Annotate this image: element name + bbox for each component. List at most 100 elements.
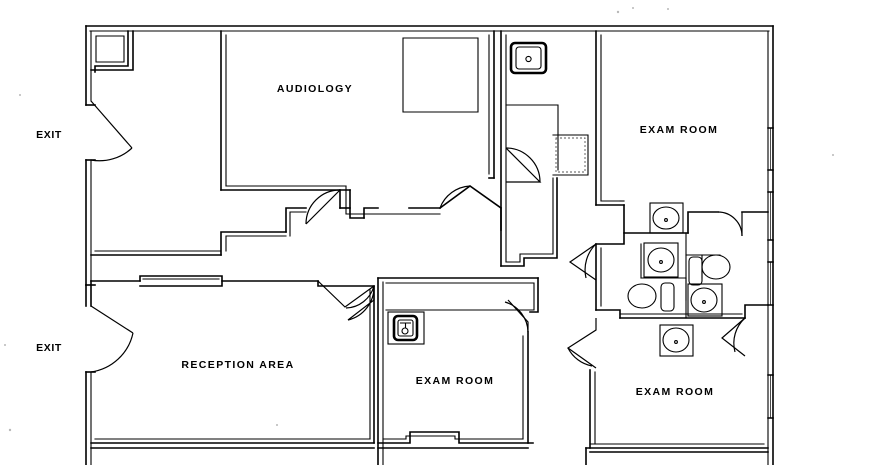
door-arc-utility bbox=[505, 147, 541, 183]
door-swing-restroom-lower bbox=[721, 317, 746, 357]
window-2-jambs bbox=[767, 191, 774, 241]
toilet-bowl-mid bbox=[647, 247, 675, 273]
audiology-wall-step-inner bbox=[345, 185, 365, 215]
room-label-audiology: AUDIOLOGY bbox=[277, 83, 353, 95]
exit-door-lower-left[interactable] bbox=[90, 305, 134, 373]
exterior-walls bbox=[85, 25, 774, 465]
closet-wall-outer bbox=[90, 30, 134, 71]
speck-4 bbox=[19, 94, 21, 96]
speck-5 bbox=[832, 154, 834, 156]
waiting-wall-step-a-inner bbox=[225, 235, 287, 252]
door-arc-exit-upper bbox=[90, 147, 133, 162]
restroom-wall-c bbox=[744, 304, 769, 319]
exam-c-counter bbox=[385, 282, 535, 311]
room-label-exam-top-right: EXAM ROOM bbox=[640, 124, 719, 136]
waiting-area bbox=[90, 231, 287, 256]
door-audiology[interactable] bbox=[305, 189, 341, 225]
door-leaf-audiology bbox=[305, 189, 341, 225]
sink-icon-top-center bbox=[509, 41, 548, 75]
toilet-drain-mid bbox=[659, 260, 663, 264]
door-swing-restroom-upper bbox=[568, 243, 597, 281]
audiology-booth bbox=[402, 37, 479, 113]
sink-fixture-left-tank bbox=[660, 282, 675, 312]
door-arc-audiology bbox=[305, 189, 341, 225]
door-reception-corner[interactable] bbox=[317, 280, 375, 309]
room-audiology: AUDIOLOGY bbox=[220, 30, 495, 219]
speck-8 bbox=[276, 424, 278, 426]
door-swing-exam-br bbox=[566, 318, 597, 369]
room-label-reception-area: RECEPTION AREA bbox=[181, 359, 294, 371]
exit-label-upper: EXIT bbox=[36, 129, 62, 141]
door-arc-corridor bbox=[439, 185, 471, 209]
exam-c-wall-bottom bbox=[377, 431, 534, 444]
door-corridor-center[interactable] bbox=[439, 185, 471, 209]
door-restroom-lower[interactable] bbox=[721, 317, 746, 357]
basin-icon bbox=[401, 327, 409, 335]
toilet-drain-lower bbox=[674, 340, 678, 344]
door-arc-restroom-upper bbox=[584, 243, 597, 279]
closet-upper-left bbox=[90, 30, 134, 73]
speck-1 bbox=[616, 10, 620, 14]
utility-wall-bottom bbox=[500, 177, 558, 267]
sink-basin-top-center bbox=[515, 46, 542, 70]
toilet-icon-mid bbox=[643, 242, 679, 278]
speck-7 bbox=[8, 428, 12, 432]
audiology-wall-step bbox=[349, 189, 365, 219]
sink-oval-left bbox=[627, 283, 657, 309]
accessible-fixture-icon bbox=[392, 314, 419, 342]
room-label-exam-bottom-right: EXAM ROOM bbox=[636, 386, 715, 398]
room-label-exam-center: EXAM ROOM bbox=[416, 375, 495, 387]
reception-wall-top-b bbox=[317, 280, 375, 287]
corridor-wall-a-inner bbox=[289, 211, 307, 237]
toilet-icon-upper bbox=[649, 202, 684, 234]
utility-closet bbox=[552, 134, 589, 176]
faucet-icon bbox=[400, 322, 411, 328]
exit-door-upper-left[interactable] bbox=[90, 100, 133, 162]
exit-label-lower: EXIT bbox=[36, 342, 62, 354]
exam-tr-wall-bottom-c bbox=[687, 211, 719, 234]
door-leaf-reception-corner bbox=[317, 280, 375, 308]
sink-right-restroom bbox=[688, 254, 731, 286]
closet-wall bbox=[94, 30, 129, 73]
exam-c-wall-top-right bbox=[529, 277, 539, 313]
toilet-icon-right bbox=[687, 283, 723, 317]
room-exam-center: EXAM ROOM bbox=[377, 277, 539, 465]
toilet-bowl-lower bbox=[662, 327, 690, 353]
door-exam-room-bottom-right[interactable] bbox=[566, 318, 597, 369]
waiting-wall-step-a bbox=[220, 231, 287, 256]
door-arc-restroom-lower bbox=[733, 317, 746, 353]
corridor-wall-c bbox=[363, 207, 379, 219]
utility-wall-bottom-inner bbox=[505, 177, 554, 263]
door-reception-to-corridor[interactable] bbox=[347, 285, 375, 321]
restroom-wall-a bbox=[595, 232, 625, 245]
speck-3 bbox=[667, 8, 669, 10]
door-leaf-exit-upper bbox=[90, 100, 133, 149]
toilet-mid-restroom bbox=[643, 242, 679, 278]
accessible-fixture-exam-room bbox=[387, 311, 425, 345]
door-utility-upper[interactable] bbox=[505, 147, 542, 183]
speck-2 bbox=[632, 7, 634, 9]
window-1-jambs bbox=[767, 127, 774, 171]
reception-counter-ledge bbox=[139, 280, 223, 287]
door-arc-exam-c bbox=[504, 301, 529, 333]
utility-closet-hatch bbox=[555, 137, 586, 173]
toilet-bowl-right bbox=[690, 287, 718, 313]
room-exam-bottom-right: EXAM ROOM bbox=[585, 369, 769, 465]
toilet-drain-upper bbox=[664, 218, 668, 222]
door-arc-reception bbox=[347, 285, 375, 321]
door-restroom-upper[interactable] bbox=[568, 243, 597, 281]
door-exam-room-center[interactable] bbox=[504, 299, 529, 333]
scan-specks bbox=[4, 7, 834, 432]
door-exam-room-top-right[interactable] bbox=[717, 211, 743, 237]
toilet-upper-restroom bbox=[649, 202, 684, 234]
sink-drain-icon-top-center bbox=[525, 55, 532, 63]
door-arc-reception-corner bbox=[345, 285, 375, 309]
door-swing-arc-exam-tr bbox=[717, 211, 743, 237]
restroom-cluster bbox=[595, 202, 769, 357]
corridor-wall-e bbox=[438, 185, 503, 210]
utility-counter bbox=[505, 104, 559, 171]
room-reception-area: RECEPTION AREA bbox=[85, 275, 375, 449]
sink-fixture-right-tank bbox=[688, 256, 703, 286]
